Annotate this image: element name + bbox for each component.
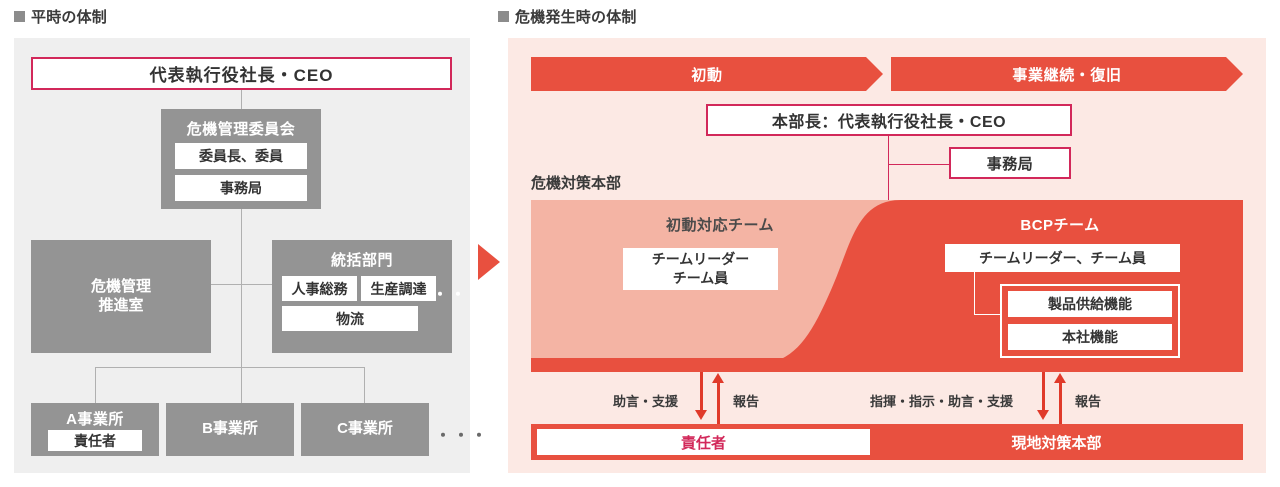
- connector-chief-secretariat: [888, 164, 949, 165]
- section-heading-crisis-label: 危機発生時の体制: [515, 9, 637, 26]
- initial-team-member-line2: チーム員: [672, 270, 729, 286]
- promotion-office-line1: 危機管理: [90, 277, 151, 295]
- site-a-label: A事業所: [66, 411, 124, 428]
- connector-chief-team: [888, 136, 889, 200]
- phase-banner-continuity: 事業継続・復旧: [891, 57, 1243, 91]
- flow-right-up-label: 報告: [1075, 394, 1102, 409]
- local-headquarters-label: 現地対策本部: [1011, 434, 1102, 452]
- phase-initial-label: 初動: [691, 66, 723, 84]
- connector-committee-bus: [241, 209, 242, 284]
- crisis-management-committee-box: 危機管理委員会 委員長、委員 事務局: [161, 109, 321, 209]
- flow-right-down-arrowhead-icon: [1037, 410, 1049, 420]
- connector-bus-sites-vertical: [241, 284, 242, 403]
- connector-bcp-functions-horizontal: [974, 314, 1001, 315]
- committee-title: 危機管理委員会: [186, 121, 296, 138]
- control-division-item-hr: 人事総務: [282, 276, 357, 301]
- ceo-box: 代表執行役社長・CEO: [31, 57, 452, 90]
- flow-right-down-label: 指揮・指示・助言・支援: [870, 394, 1014, 409]
- promotion-office-line2: 推進室: [98, 296, 144, 314]
- local-responsible-box: 責任者: [537, 429, 870, 455]
- flow-right-down-line: [1042, 372, 1045, 410]
- committee-members-chip: 委員長、委員: [175, 143, 307, 169]
- bullet-square-icon-crisis: [498, 11, 509, 22]
- crisis-secretariat-label: 事務局: [986, 155, 1034, 173]
- phase-continuity-label: 事業継続・復旧: [1012, 66, 1122, 84]
- initial-team-member-line1: チームリーダー: [651, 251, 750, 268]
- crisis-secretariat-box: 事務局: [949, 147, 1071, 179]
- ceo-label: 代表執行役社長・CEO: [149, 66, 334, 85]
- section-heading-crisis: 危機発生時の体制: [498, 6, 637, 27]
- site-c-label: C事業所: [337, 420, 393, 438]
- connector-site-a: [95, 367, 96, 403]
- connector-bcp-functions-vertical: [974, 272, 975, 314]
- committee-secretariat-chip: 事務局: [175, 175, 307, 201]
- flow-left-up-line: [717, 383, 720, 424]
- control-division-item-logistics: 物流: [282, 306, 418, 331]
- connector-sites-horizontal: [95, 367, 365, 368]
- bcp-function-product-supply: 製品供給機能: [1008, 291, 1172, 317]
- bcp-team-title: BCPチーム: [1020, 217, 1100, 234]
- site-b-label: B事業所: [202, 420, 258, 438]
- connector-ceo-committee: [241, 90, 242, 109]
- crisis-hq-label: 危機対策本部: [531, 175, 622, 192]
- initial-response-team-members-box: チームリーダー チーム員: [623, 248, 778, 290]
- flow-left-up-label: 報告: [733, 394, 760, 409]
- crisis-chief-box: 本部長：代表執行役社長・CEO: [706, 104, 1072, 136]
- transition-arrow-icon: [478, 244, 500, 280]
- site-a-responsible-chip: 責任者: [48, 430, 142, 451]
- flow-left-down-line: [700, 372, 703, 410]
- site-a-box: A事業所 責任者: [31, 403, 159, 456]
- sites-more: ・・・: [435, 428, 490, 445]
- section-heading-normal: 平時の体制: [14, 6, 107, 27]
- flow-left-down-arrowhead-icon: [695, 410, 707, 420]
- section-heading-normal-label: 平時の体制: [31, 9, 108, 26]
- site-b-box: B事業所: [166, 403, 294, 456]
- bcp-team-members-box: チームリーダー、チーム員: [945, 244, 1180, 272]
- bullet-square-icon: [14, 11, 25, 22]
- connector-site-c: [364, 367, 365, 403]
- control-division-box: 統括部門 人事総務 生産調達 ・・・ 物流: [272, 240, 484, 353]
- flow-right-up-line: [1059, 383, 1062, 424]
- control-division-more: ・・・: [432, 287, 487, 304]
- bcp-team-members-label: チームリーダー、チーム員: [978, 250, 1147, 266]
- control-division-title: 統括部門: [330, 252, 393, 269]
- site-c-box: C事業所: [301, 403, 429, 456]
- control-division-item-production: 生産調達: [361, 276, 436, 301]
- crisis-chief-label: 本部長：代表執行役社長・CEO: [771, 114, 1007, 131]
- phase-banner-initial: 初動: [531, 57, 883, 91]
- flow-left-up-arrowhead-icon: [712, 373, 724, 383]
- flow-right-up-arrowhead-icon: [1054, 373, 1066, 383]
- initial-response-team-title: 初動対応チーム: [665, 217, 775, 234]
- local-response-bar: 責任者 現地対策本部: [531, 424, 1243, 460]
- crisis-management-promotion-office-box: 危機管理 推進室: [31, 240, 211, 353]
- flow-left-down-label: 助言・支援: [613, 394, 679, 409]
- bcp-functions-container: 製品供給機能 本社機能: [1000, 284, 1180, 358]
- bcp-function-head-office: 本社機能: [1008, 324, 1172, 350]
